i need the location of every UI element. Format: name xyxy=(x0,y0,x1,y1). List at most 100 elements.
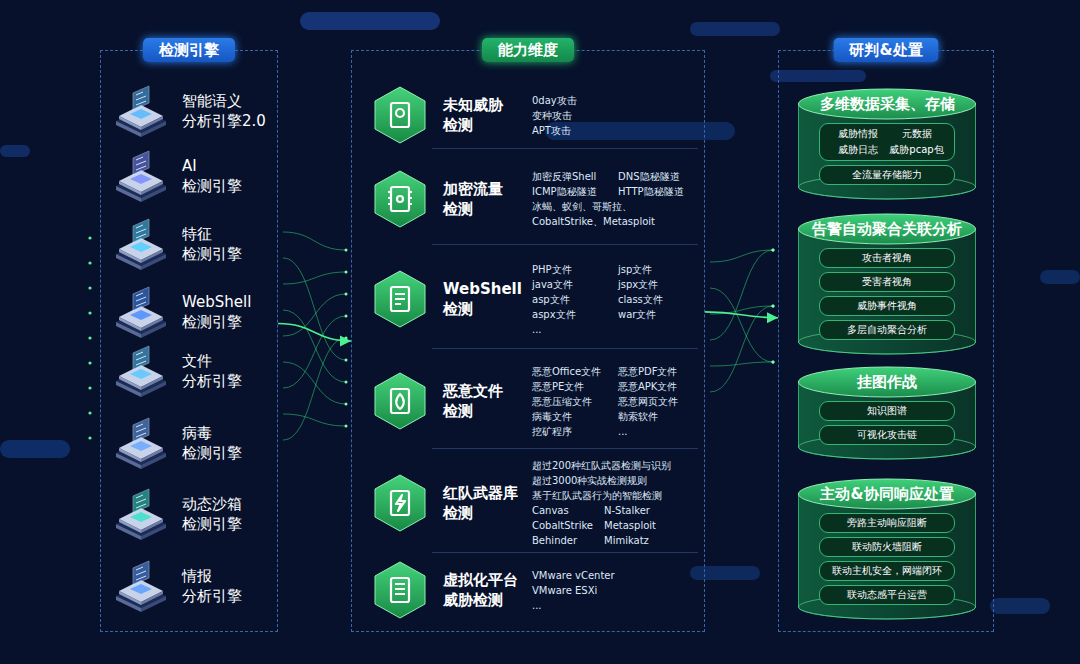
capability-row: 未知威胁 检测0day攻击变种攻击APT攻击 xyxy=(352,81,704,149)
input-line xyxy=(0,363,90,364)
item-list: 0day攻击变种攻击APT攻击 xyxy=(532,93,704,138)
engine-icon xyxy=(113,216,169,272)
capability-item: 超过3000种实战检测规则 xyxy=(532,473,704,488)
capability-item: VMware vCenter xyxy=(532,568,704,583)
input-dot xyxy=(88,286,91,289)
engine-icon xyxy=(113,558,169,614)
row-divider xyxy=(432,244,698,245)
flow-dot xyxy=(345,249,348,252)
capability-item: jspx文件 xyxy=(618,277,704,292)
capability-icon xyxy=(374,561,426,619)
flow-strand xyxy=(283,414,346,426)
capability-item: Mimikatz xyxy=(604,533,704,548)
capability-row: 加密流量 检测加密反弹ShellDNS隐秘隧道ICMP隐秘隧道HTTP隐秘隧道冰… xyxy=(352,153,704,245)
flow-dot xyxy=(772,361,775,364)
cylinder-title: 挂图作战 xyxy=(857,367,917,397)
row-divider xyxy=(432,348,698,349)
flow-dot xyxy=(772,305,775,308)
input-dot xyxy=(88,236,91,239)
strip-item: 威胁日志 xyxy=(828,143,887,157)
heading-cell: 红队武器库 检测 xyxy=(443,483,532,523)
response-panel: 研判&处置多维数据采集、存储威胁情报元数据威胁日志威胁pcap包全流量存储能力告… xyxy=(778,50,994,632)
heading-cell: 加密流量 检测 xyxy=(443,179,532,219)
engine-icon xyxy=(113,343,169,399)
capability-item: 变种攻击 xyxy=(532,108,704,123)
flow-dot xyxy=(345,315,348,318)
engine-item: WebShell 检测引擎 xyxy=(113,284,251,340)
panel-title: 检测引擎 xyxy=(143,38,235,62)
item-strip: 旁路主动响应阻断 xyxy=(819,513,955,533)
flow-strand xyxy=(283,362,346,404)
item-strip: 受害者视角 xyxy=(819,272,955,292)
flow-strand xyxy=(710,288,773,362)
cylinder-title: 告警自动聚合关联分析 xyxy=(812,214,962,244)
flow-dot xyxy=(772,305,775,308)
engine-item: 智能语义 分析引擎2.0 xyxy=(113,83,266,139)
strip-item: 可视化攻击链 xyxy=(824,428,950,442)
item-list: VMware vCenterVMware ESXi... xyxy=(532,568,704,613)
capability-item: 恶意APK文件 xyxy=(618,379,704,394)
cylinder-title: 主动&协同响应处置 xyxy=(820,479,953,509)
strip-item: 联动主机安全，网端闭环 xyxy=(824,564,950,578)
item-list: 恶意Office文件恶意PDF文件恶意PE文件恶意APK文件恶意压缩文件恶意网页… xyxy=(532,364,704,439)
capability-icon xyxy=(374,270,426,328)
input-line xyxy=(0,238,90,239)
flow-strand xyxy=(710,362,773,366)
data-cylinder: 主动&协同响应处置旁路主动响应阻断联动防火墙阻断联动主机安全，网端闭环联动态感平… xyxy=(798,479,976,619)
glow-bar xyxy=(0,440,70,458)
flow-dot xyxy=(772,361,775,364)
glow-bar xyxy=(0,145,30,157)
engine-name: WebShell 检测引擎 xyxy=(182,292,251,332)
item-strip: 多层自动聚合分析 xyxy=(819,320,955,340)
engine-name: 文件 分析引擎 xyxy=(182,351,242,391)
capability-item: java文件 xyxy=(532,277,618,292)
input-line xyxy=(0,288,90,289)
flow-dot xyxy=(772,249,775,252)
strip-item: 联动防火墙阻断 xyxy=(824,540,950,554)
capability-item: ... xyxy=(532,322,618,337)
flow-dot xyxy=(345,403,348,406)
capability-heading: 恶意文件 检测 xyxy=(443,381,503,421)
flow-strand xyxy=(283,258,346,360)
item-list: PHP文件jsp文件java文件jspx文件asp文件class文件aspx文件… xyxy=(532,262,704,337)
strip-item: 知识图谱 xyxy=(824,404,950,418)
flow-strand xyxy=(283,232,346,250)
panel-title: 能力维度 xyxy=(482,38,574,62)
data-cylinder: 多维数据采集、存储威胁情报元数据威胁日志威胁pcap包全流量存储能力 xyxy=(798,89,976,199)
capability-item: N-Stalker xyxy=(604,503,704,518)
item-strip: 联动态感平台运营 xyxy=(819,585,955,605)
glow-bar xyxy=(770,70,866,82)
input-dot xyxy=(88,386,91,389)
capability-item: ICMP隐秘隧道 xyxy=(532,184,618,199)
strip-item: 旁路主动响应阻断 xyxy=(824,516,950,530)
panel-title: 研判&处置 xyxy=(833,38,938,62)
capability-item: Metasploit xyxy=(604,518,704,533)
engine-name: 情报 分析引擎 xyxy=(182,566,242,606)
heading-cell: WebShell 检测 xyxy=(443,279,532,319)
data-cylinder: 挂图作战知识图谱可视化攻击链 xyxy=(798,367,976,459)
capability-item: 恶意压缩文件 xyxy=(532,394,618,409)
input-line xyxy=(0,263,90,264)
capability-row: 红队武器库 检测超过200种红队武器检测与识别超过3000种实战检测规则基于红队… xyxy=(352,453,704,553)
row-divider xyxy=(432,148,698,149)
item-strip: 威胁事件视角 xyxy=(819,296,955,316)
input-dot xyxy=(88,311,91,314)
input-line xyxy=(0,313,90,314)
capability-row: 恶意文件 检测恶意Office文件恶意PDF文件恶意PE文件恶意APK文件恶意压… xyxy=(352,353,704,449)
input-dot xyxy=(88,361,91,364)
engine-name: 病毒 检测引擎 xyxy=(182,423,242,463)
capability-item: aspx文件 xyxy=(532,307,618,322)
engine-icon xyxy=(113,284,169,340)
capability-item: Behinder xyxy=(532,533,604,548)
flow-strand xyxy=(283,310,346,382)
flow-dot xyxy=(345,359,348,362)
item-strip: 联动主机安全，网端闭环 xyxy=(819,561,955,581)
strip-item: 攻击者视角 xyxy=(824,251,950,265)
input-line xyxy=(0,413,90,414)
engine-item: 病毒 检测引擎 xyxy=(113,415,242,471)
input-dot xyxy=(88,261,91,264)
heading-cell: 恶意文件 检测 xyxy=(443,381,532,421)
capability-item: 超过200种红队武器检测与识别 xyxy=(532,458,704,473)
engine-item: 情报 分析引擎 xyxy=(113,558,242,614)
